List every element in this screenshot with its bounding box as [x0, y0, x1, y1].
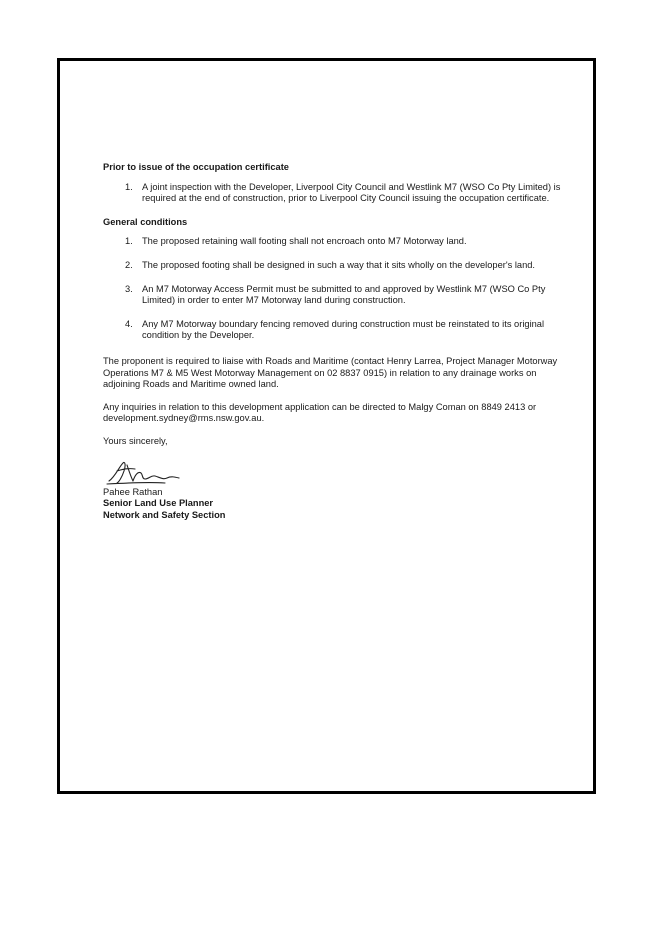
- signatory-title: Senior Land Use Planner: [103, 498, 214, 509]
- list-item-text: An M7 Motorway Access Permit must be sub…: [142, 283, 546, 306]
- signatory-section: Network and Safety Section: [103, 509, 226, 520]
- list-item: 1. The proposed retaining wall footing s…: [103, 236, 563, 248]
- general-conditions-list: 1. The proposed retaining wall footing s…: [103, 236, 563, 342]
- list-item: 2. The proposed footing shall be designe…: [103, 260, 563, 272]
- occupation-certificate-list: 1. A joint inspection with the Developer…: [103, 182, 563, 205]
- document-body: Prior to issue of the occupation certifi…: [103, 162, 563, 521]
- section-heading-occupation-certificate: Prior to issue of the occupation certifi…: [103, 162, 289, 172]
- list-item-text: The proposed retaining wall footing shal…: [142, 236, 467, 247]
- signatory-name: Pahee Rathan: [103, 486, 163, 497]
- section-heading-general-conditions: General conditions: [103, 216, 188, 227]
- list-item-number: 2.: [125, 259, 133, 270]
- closing-salutation: Yours sincerely,: [103, 435, 168, 446]
- list-item-number: 1.: [125, 181, 133, 192]
- handwritten-signature: [105, 457, 563, 487]
- document-page: Prior to issue of the occupation certifi…: [57, 58, 596, 794]
- inquiries-paragraph: Any inquiries in relation to this develo…: [103, 401, 537, 424]
- list-item-text: Any M7 Motorway boundary fencing removed…: [142, 318, 545, 341]
- signature-graphic: [106, 461, 180, 485]
- list-item-number: 1.: [125, 236, 133, 247]
- list-item-number: 4.: [125, 318, 133, 329]
- list-item-text: A joint inspection with the Developer, L…: [142, 181, 561, 204]
- list-item: 1. A joint inspection with the Developer…: [103, 182, 563, 205]
- list-item-number: 3.: [125, 283, 133, 294]
- list-item: 4. Any M7 Motorway boundary fencing remo…: [103, 319, 563, 342]
- list-item-text: The proposed footing shall be designed i…: [142, 259, 536, 270]
- list-item: 3. An M7 Motorway Access Permit must be …: [103, 284, 563, 307]
- liaison-paragraph: The proponent is required to liaise with…: [103, 355, 558, 390]
